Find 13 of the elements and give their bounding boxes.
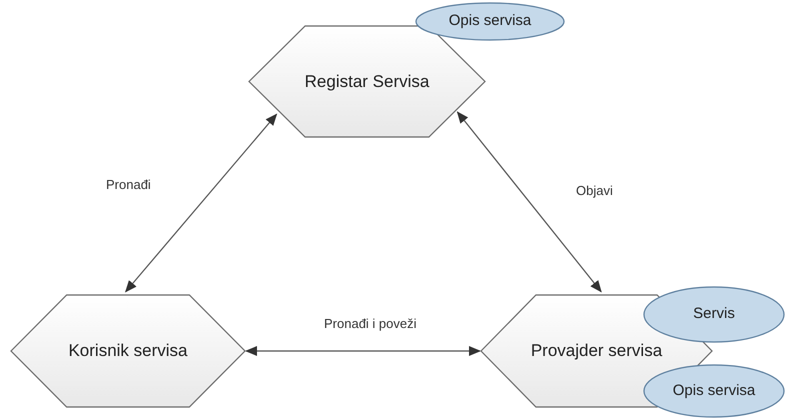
ellipse-node (643, 364, 785, 418)
node-text: Korisnik servisa (67, 340, 189, 362)
double-arrow (125, 114, 278, 292)
node-text: Opis servisa (672, 382, 756, 400)
node-text: Opis servisa (448, 12, 532, 31)
node-text: Registar Servisa (304, 70, 430, 92)
double-arrow (456, 111, 602, 292)
node-text: Servis (692, 305, 736, 324)
ellipse-node (415, 2, 565, 41)
double-arrow (245, 346, 481, 356)
node-text: Provajder servisa (530, 340, 664, 362)
hexagon-node (10, 294, 246, 408)
ellipse-node (643, 286, 785, 343)
